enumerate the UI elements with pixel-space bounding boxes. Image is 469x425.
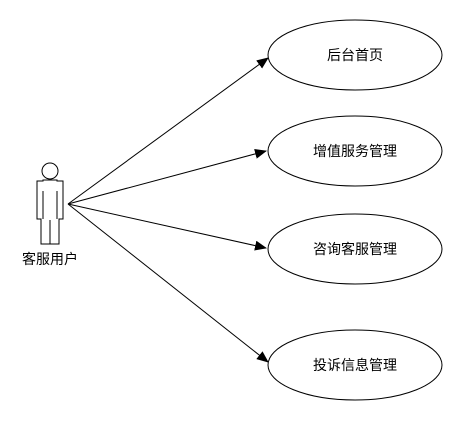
use-case-ellipse — [267, 213, 443, 285]
use-case-2: 增值服务管理 — [267, 115, 443, 187]
actor-head — [41, 162, 59, 180]
use-case-label: 后台首页 — [327, 48, 383, 64]
association-arrow-1 — [67, 57, 269, 205]
use-case-label: 投诉信息管理 — [313, 357, 397, 374]
use-case-ellipse — [267, 115, 443, 187]
actor: 客服用户 — [22, 162, 78, 268]
use-case-3: 咨询客服管理 — [267, 213, 443, 285]
use-case-ellipse — [267, 19, 443, 91]
use-case-label: 咨询客服管理 — [313, 241, 397, 258]
association-arrow-2 — [67, 149, 267, 205]
actor-label: 客服用户 — [22, 251, 78, 268]
association-arrow-4 — [67, 203, 269, 363]
use-case-ellipse — [267, 329, 443, 401]
use-case-label: 增值服务管理 — [313, 144, 397, 160]
use-case-1: 后台首页 — [267, 19, 443, 91]
association-arrow-3 — [67, 203, 267, 251]
use-case-4: 投诉信息管理 — [267, 329, 443, 401]
